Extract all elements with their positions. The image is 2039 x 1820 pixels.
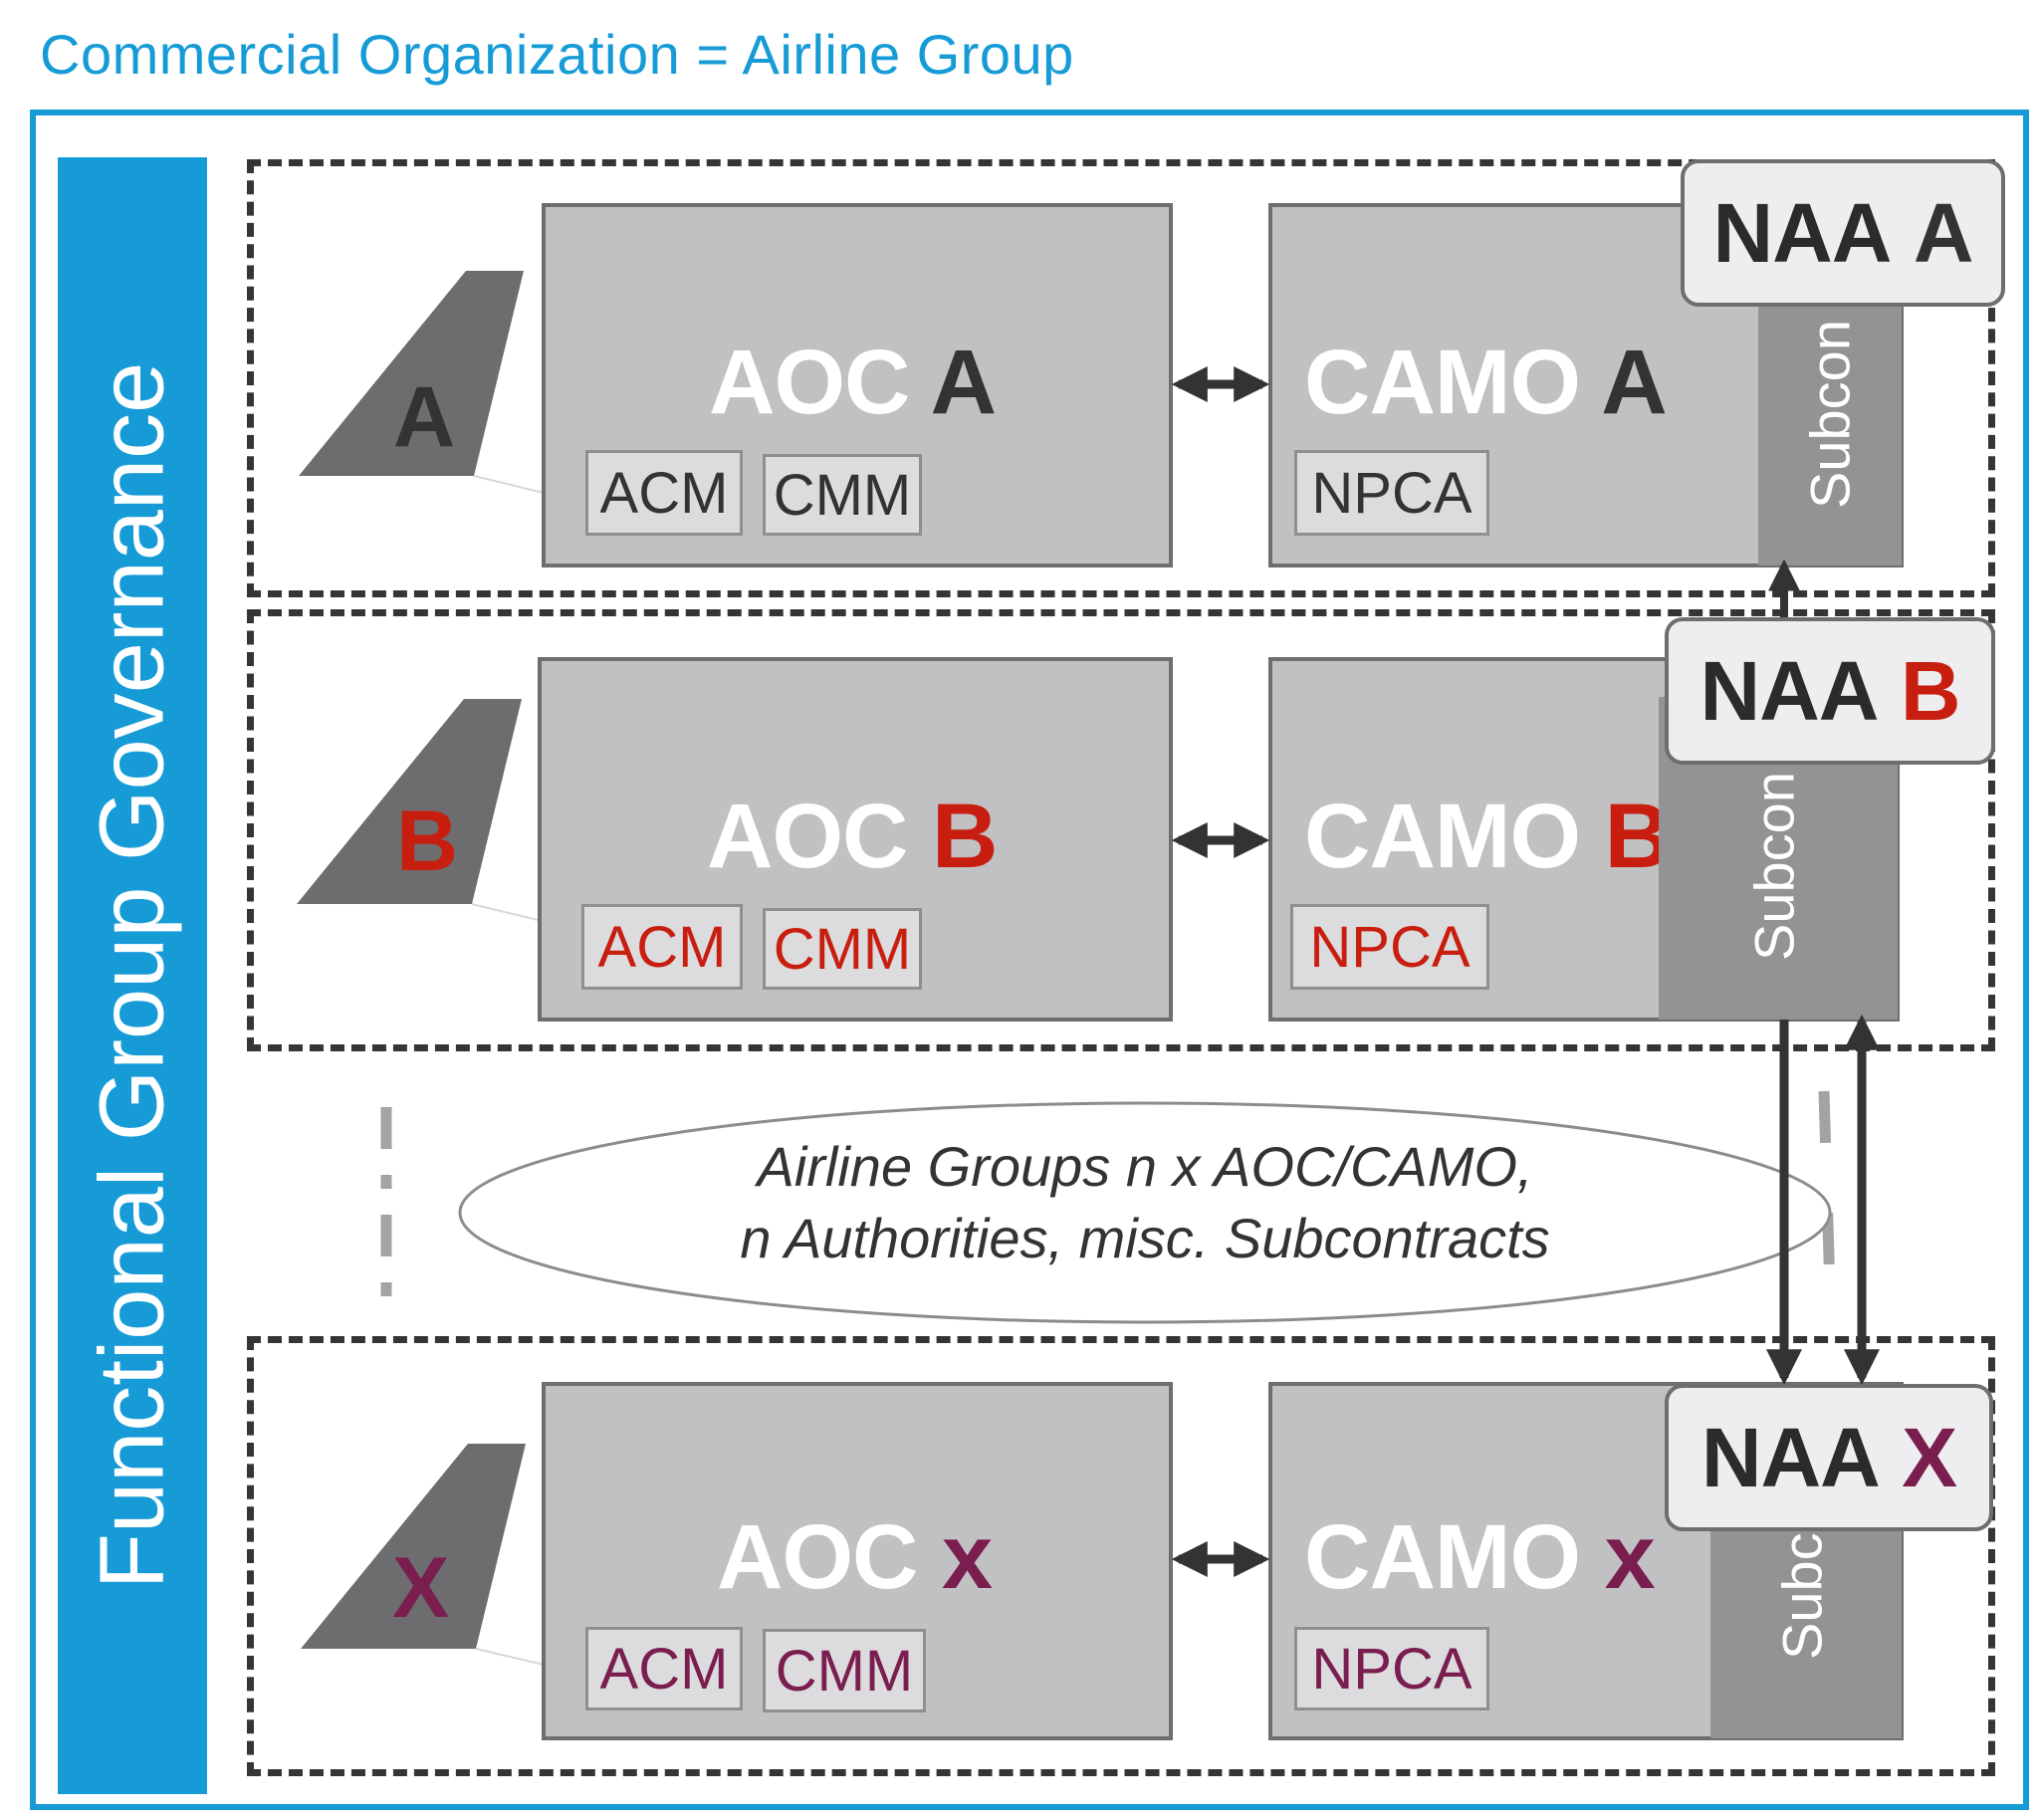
aoc-b-title: AOC B [707, 785, 998, 889]
acm-x-tag: ACM [585, 1627, 743, 1710]
aoc-a-title: AOC A [709, 331, 997, 435]
naa-x-suffix: X [1902, 1410, 1957, 1504]
acm-a-tag: ACM [585, 450, 743, 536]
naa-b-suffix: B [1900, 643, 1961, 738]
naa-b-prefix: NAA [1699, 643, 1879, 738]
continuation-dots-right [1818, 1090, 1836, 1291]
subcon-a-block: Subcon [1758, 299, 1902, 566]
subcon-x-block: Subcon [1710, 1513, 1902, 1738]
ellipse-line-2: n Authorities, misc. Subcontracts [740, 1207, 1550, 1269]
group-x-boundary [247, 1336, 1995, 1776]
aoc-a-suffix: A [930, 332, 997, 433]
camo-a-title: CAMO A [1304, 331, 1668, 435]
naa-a-suffix: A [1913, 185, 1974, 280]
ellipse-text: Airline Groups n x AOC/CAMO, n Authoriti… [637, 1131, 1653, 1274]
airline-group-frame [30, 110, 2029, 1810]
cmm-x-tag: CMM [763, 1629, 926, 1712]
acm-b-tag: ACM [581, 904, 743, 990]
camo-x-prefix: CAMO [1304, 1506, 1581, 1608]
npca-a-tag: NPCA [1294, 450, 1489, 536]
aoc-a-prefix: AOC [709, 332, 910, 433]
naa-x-prefix: NAA [1700, 1410, 1881, 1504]
aoc-b-prefix: AOC [707, 786, 908, 887]
governance-bar [58, 157, 207, 1794]
diagram-title: Commercial Organization = Airline Group [40, 23, 1074, 86]
aoc-x-prefix: AOC [717, 1506, 918, 1608]
naa-a-box: NAA A [1681, 159, 2005, 307]
cmm-b-tag: CMM [763, 908, 922, 990]
aoc-x-title: AOC x [717, 1505, 993, 1610]
group-b-boundary [247, 609, 1995, 1051]
tail-letter-x: X [392, 1540, 450, 1636]
camo-x-suffix: x [1604, 1506, 1656, 1608]
ellipse-line-1: Airline Groups n x AOC/CAMO, [757, 1135, 1533, 1198]
naa-x-box: NAA X [1665, 1384, 1993, 1531]
npca-b-tag: NPCA [1290, 904, 1489, 990]
cmm-a-tag: CMM [763, 454, 922, 536]
tail-fin-icon [299, 271, 524, 476]
camo-b-prefix: CAMO [1304, 786, 1581, 887]
tail-fin-icon [297, 699, 522, 904]
aoc-x-suffix: x [942, 1506, 993, 1608]
camo-a-prefix: CAMO [1304, 332, 1581, 433]
npca-x-tag: NPCA [1294, 1627, 1489, 1710]
naa-b-box: NAA B [1665, 617, 1995, 765]
aoc-b-suffix: B [932, 786, 998, 887]
summary-ellipse [458, 1101, 1832, 1324]
camo-a-suffix: A [1601, 332, 1667, 433]
group-a-boundary [247, 159, 1995, 597]
tail-letter-a: A [393, 369, 456, 465]
camo-x-title: CAMO x [1304, 1505, 1656, 1610]
naa-a-prefix: NAA [1712, 185, 1892, 280]
tail-fin-icon [301, 1444, 526, 1649]
tail-letter-b: B [396, 794, 459, 889]
